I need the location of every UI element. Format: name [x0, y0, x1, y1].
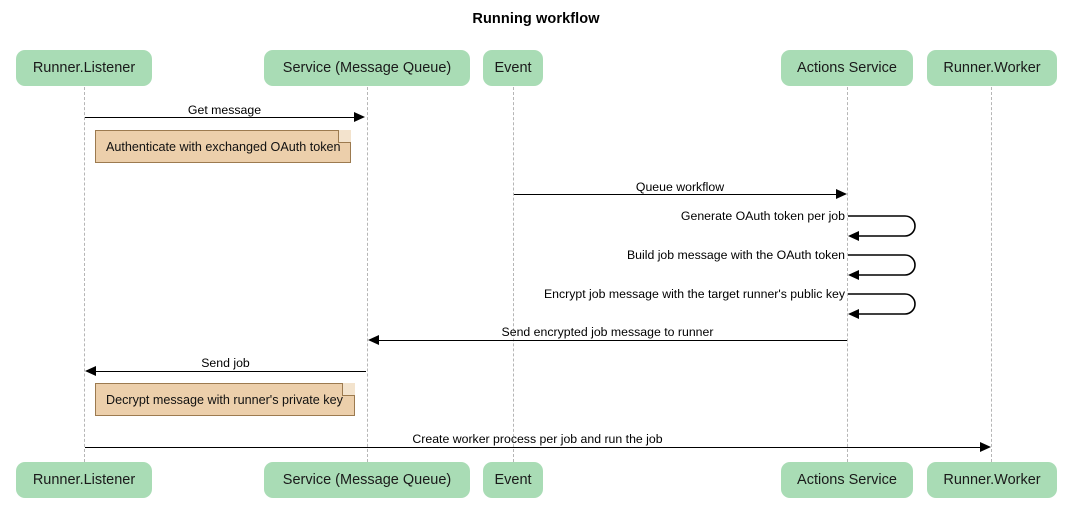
note-decrypt-message: Decrypt message with runner's private ke…: [95, 383, 355, 416]
self-message-generate-oauth-token: [845, 210, 923, 244]
participant-runner-worker-top[interactable]: Runner.Worker: [927, 50, 1057, 86]
lifeline-event: [513, 87, 514, 462]
participant-service-message-queue-bottom[interactable]: Service (Message Queue): [264, 462, 470, 498]
lifeline-runner-worker: [991, 87, 992, 462]
lifeline-runner-listener: [84, 87, 85, 462]
participant-runner-listener-bottom[interactable]: Runner.Listener: [16, 462, 152, 498]
message-label-create-worker-process: Create worker process per job and run th…: [412, 432, 663, 446]
message-label-send-job: Send job: [201, 356, 250, 370]
message-line-send-encrypted-job-message: [379, 340, 847, 341]
note-fold-corner-icon: [342, 383, 355, 396]
message-arrowhead-send-encrypted-job-message: [368, 335, 379, 345]
message-arrowhead-get-message: [354, 112, 365, 122]
note-fold-corner-icon: [338, 130, 351, 143]
message-line-send-job: [96, 371, 366, 372]
message-arrowhead-create-worker-process: [980, 442, 991, 452]
note-text: Decrypt message with runner's private ke…: [106, 392, 343, 407]
participant-actions-service-bottom[interactable]: Actions Service: [781, 462, 913, 498]
message-line-queue-workflow: [514, 194, 836, 195]
message-label-generate-oauth-token: Generate OAuth token per job: [680, 209, 845, 223]
message-arrowhead-queue-workflow: [836, 189, 847, 199]
message-line-create-worker-process: [85, 447, 980, 448]
diagram-title: Running workflow: [472, 11, 600, 27]
message-label-queue-workflow: Queue workflow: [635, 180, 725, 194]
message-line-get-message: [85, 117, 354, 118]
message-arrowhead-send-job: [85, 366, 96, 376]
message-label-get-message: Get message: [187, 103, 262, 117]
message-label-build-job-message: Build job message with the OAuth token: [626, 248, 845, 262]
participant-runner-worker-bottom[interactable]: Runner.Worker: [927, 462, 1057, 498]
participant-event-bottom[interactable]: Event: [483, 462, 543, 498]
self-message-build-job-message: [845, 249, 923, 283]
message-label-encrypt-job-message: Encrypt job message with the target runn…: [543, 287, 845, 301]
note-text: Authenticate with exchanged OAuth token: [106, 139, 341, 154]
lifeline-service-message-queue: [367, 87, 368, 462]
participant-actions-service-top[interactable]: Actions Service: [781, 50, 913, 86]
participant-runner-listener-top[interactable]: Runner.Listener: [16, 50, 152, 86]
message-label-send-encrypted-job-message: Send encrypted job message to runner: [501, 325, 714, 339]
participant-service-message-queue-top[interactable]: Service (Message Queue): [264, 50, 470, 86]
participant-event-top[interactable]: Event: [483, 50, 543, 86]
note-authenticate-oauth: Authenticate with exchanged OAuth token: [95, 130, 351, 163]
lifeline-actions-service: [847, 87, 848, 462]
self-message-encrypt-job-message: [845, 288, 923, 322]
